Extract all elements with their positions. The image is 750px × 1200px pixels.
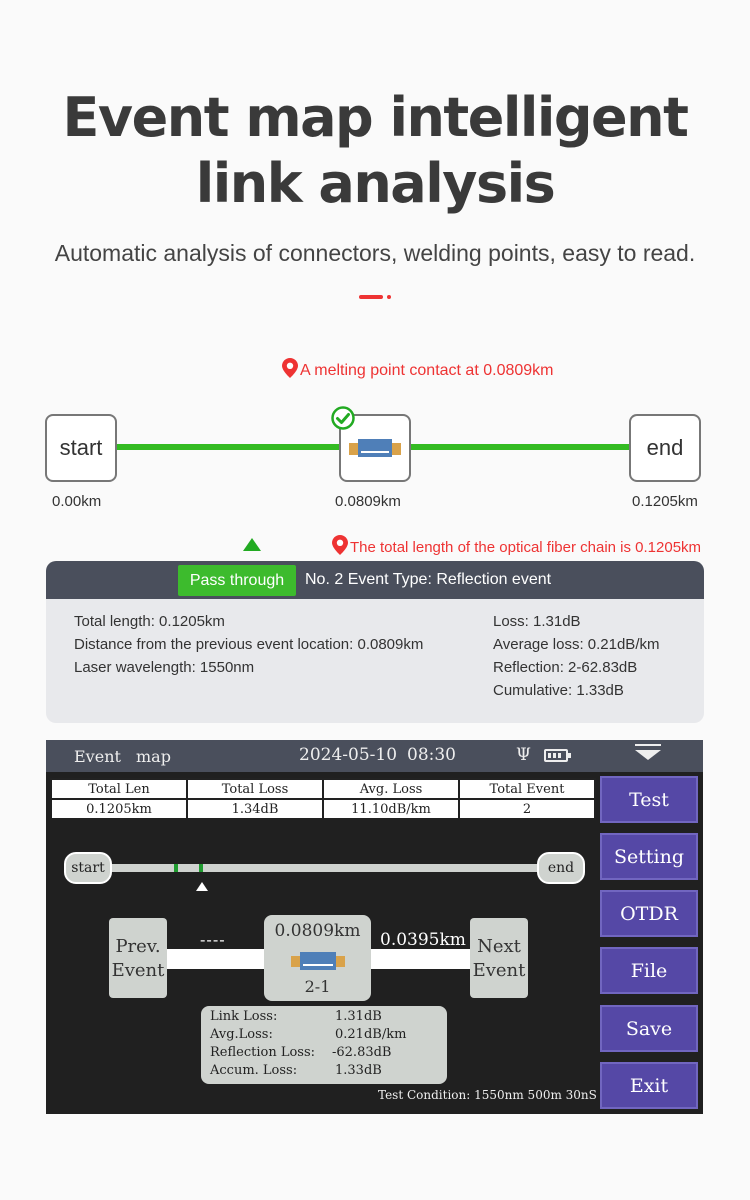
- avg-loss-label: Avg.Loss:: [210, 1027, 273, 1042]
- start-km: 0.00km: [52, 493, 102, 510]
- fiber-line-right: [410, 444, 630, 450]
- accent-bar: [359, 295, 383, 299]
- reflection-loss-value: -62.83dB: [332, 1045, 392, 1060]
- summary-header-row: Total Len Total Loss Avg. Loss Total Eve…: [50, 778, 596, 800]
- test-condition: Test Condition: 1550nm 500m 30nS: [378, 1088, 597, 1102]
- current-event-card: 0.0809km 2-1: [264, 915, 371, 1001]
- splice-km: 0.0809km: [335, 493, 401, 510]
- next-distance: 0.0395km: [380, 930, 466, 950]
- prev-event-button[interactable]: Prev. Event: [109, 918, 167, 998]
- screen-title: Event map: [74, 747, 171, 766]
- prev-distance: ----: [200, 930, 226, 949]
- distance-text: Distance from the previous event locatio…: [74, 636, 424, 653]
- summary-header: Total Event: [458, 778, 596, 800]
- avg-loss-text: Average loss: 0.21dB/km: [493, 636, 660, 653]
- fiber-line-left: [117, 444, 340, 450]
- reflection-text: Reflection: 2-62.83dB: [493, 659, 638, 676]
- summary-value: 11.10dB/km: [322, 798, 460, 820]
- exit-button[interactable]: Exit: [600, 1062, 698, 1109]
- event-panel-header: [46, 561, 704, 599]
- next-event-label-2: Event: [472, 960, 526, 981]
- summary-header: Total Len: [50, 778, 188, 800]
- screen-time: 08:30: [407, 745, 456, 765]
- check-circle-icon: [331, 406, 355, 430]
- next-event-label-1: Next: [477, 936, 521, 957]
- prev-link-bar: [166, 949, 266, 969]
- event-id: 2-1: [304, 977, 331, 996]
- event-panel-body: [46, 599, 704, 723]
- screen-date: 2024-05-10: [299, 745, 398, 765]
- cumulative-text: Cumulative: 1.33dB: [493, 682, 624, 699]
- avg-loss-value: 0.21dB/km: [335, 1027, 407, 1042]
- event-type-label: No. 2 Event Type: Reflection event: [305, 571, 552, 588]
- reflection-loss-label: Reflection Loss:: [210, 1045, 316, 1060]
- link-loss-label: Link Loss:: [210, 1009, 278, 1024]
- setting-button[interactable]: Setting: [600, 833, 698, 880]
- prev-event-label-1: Prev.: [115, 936, 161, 957]
- splice-node: [339, 414, 411, 482]
- pass-through-badge: Pass through: [178, 565, 296, 596]
- event-track: [108, 864, 540, 872]
- melting-point-note: A melting point contact at 0.0809km: [282, 358, 553, 380]
- otdr-screen: Event map 2024-05-10 08:30 Ψ Total Len T…: [46, 740, 703, 1114]
- link-loss-value: 1.31dB: [335, 1009, 382, 1024]
- total-length-note: The total length of the optical fiber ch…: [332, 535, 701, 556]
- current-event-pointer-icon: [196, 882, 208, 891]
- summary-value: 1.34dB: [186, 798, 324, 820]
- usb-icon: Ψ: [516, 745, 531, 765]
- next-event-button[interactable]: Next Event: [470, 918, 528, 998]
- page-subtitle: Automatic analysis of connectors, weldin…: [54, 240, 696, 266]
- summary-value-row: 0.1205km 1.34dB 11.10dB/km 2: [50, 798, 596, 820]
- event-marker[interactable]: [199, 864, 203, 872]
- page-title-line-1: Event map intelligent: [62, 86, 689, 149]
- total-length-note-text: The total length of the optical fiber ch…: [350, 539, 702, 556]
- summary-table: Total Len Total Loss Avg. Loss Total Eve…: [50, 778, 596, 820]
- track-end-label: end: [537, 852, 585, 884]
- battery-icon: [544, 749, 571, 762]
- accum-loss-label: Accum. Loss:: [210, 1063, 298, 1078]
- menu-bar-icon[interactable]: [635, 744, 661, 746]
- splice-icon: [349, 439, 401, 457]
- total-length-text: Total length: 0.1205km: [74, 613, 225, 630]
- wavelength-text: Laser wavelength: 1550nm: [74, 659, 255, 676]
- splice-icon: [291, 952, 345, 970]
- otdr-button[interactable]: OTDR: [600, 890, 698, 937]
- summary-header: Total Loss: [186, 778, 324, 800]
- summary-value: 0.1205km: [50, 798, 188, 820]
- loss-text: Loss: 1.31dB: [493, 613, 581, 630]
- save-button[interactable]: Save: [600, 1005, 698, 1052]
- melting-point-note-text: A melting point contact at 0.0809km: [300, 362, 554, 379]
- event-distance: 0.0809km: [274, 921, 361, 941]
- next-link-bar: [369, 949, 473, 969]
- screen-status-bar: Event map 2024-05-10 08:30 Ψ: [46, 740, 703, 772]
- end-node: end: [629, 414, 701, 482]
- map-pin-icon: [332, 535, 348, 555]
- event-detail-box: Link Loss: 1.31dB Avg.Loss: 0.21dB/km Re…: [201, 1006, 447, 1084]
- summary-header: Avg. Loss: [322, 778, 460, 800]
- map-pin-icon: [282, 358, 298, 378]
- event-marker[interactable]: [174, 864, 178, 872]
- track-start-label: start: [64, 852, 112, 884]
- test-button[interactable]: Test: [600, 776, 698, 823]
- end-km: 0.1205km: [632, 493, 698, 510]
- event-pointer-icon: [243, 538, 261, 551]
- start-node: start: [45, 414, 117, 482]
- file-button[interactable]: File: [600, 947, 698, 994]
- accum-loss-value: 1.33dB: [335, 1063, 382, 1078]
- dropdown-menu-icon[interactable]: [635, 750, 661, 760]
- page-title-line-2: link analysis: [195, 152, 556, 215]
- accent-dot: [387, 295, 391, 299]
- summary-value: 2: [458, 798, 596, 820]
- prev-event-label-2: Event: [111, 960, 165, 981]
